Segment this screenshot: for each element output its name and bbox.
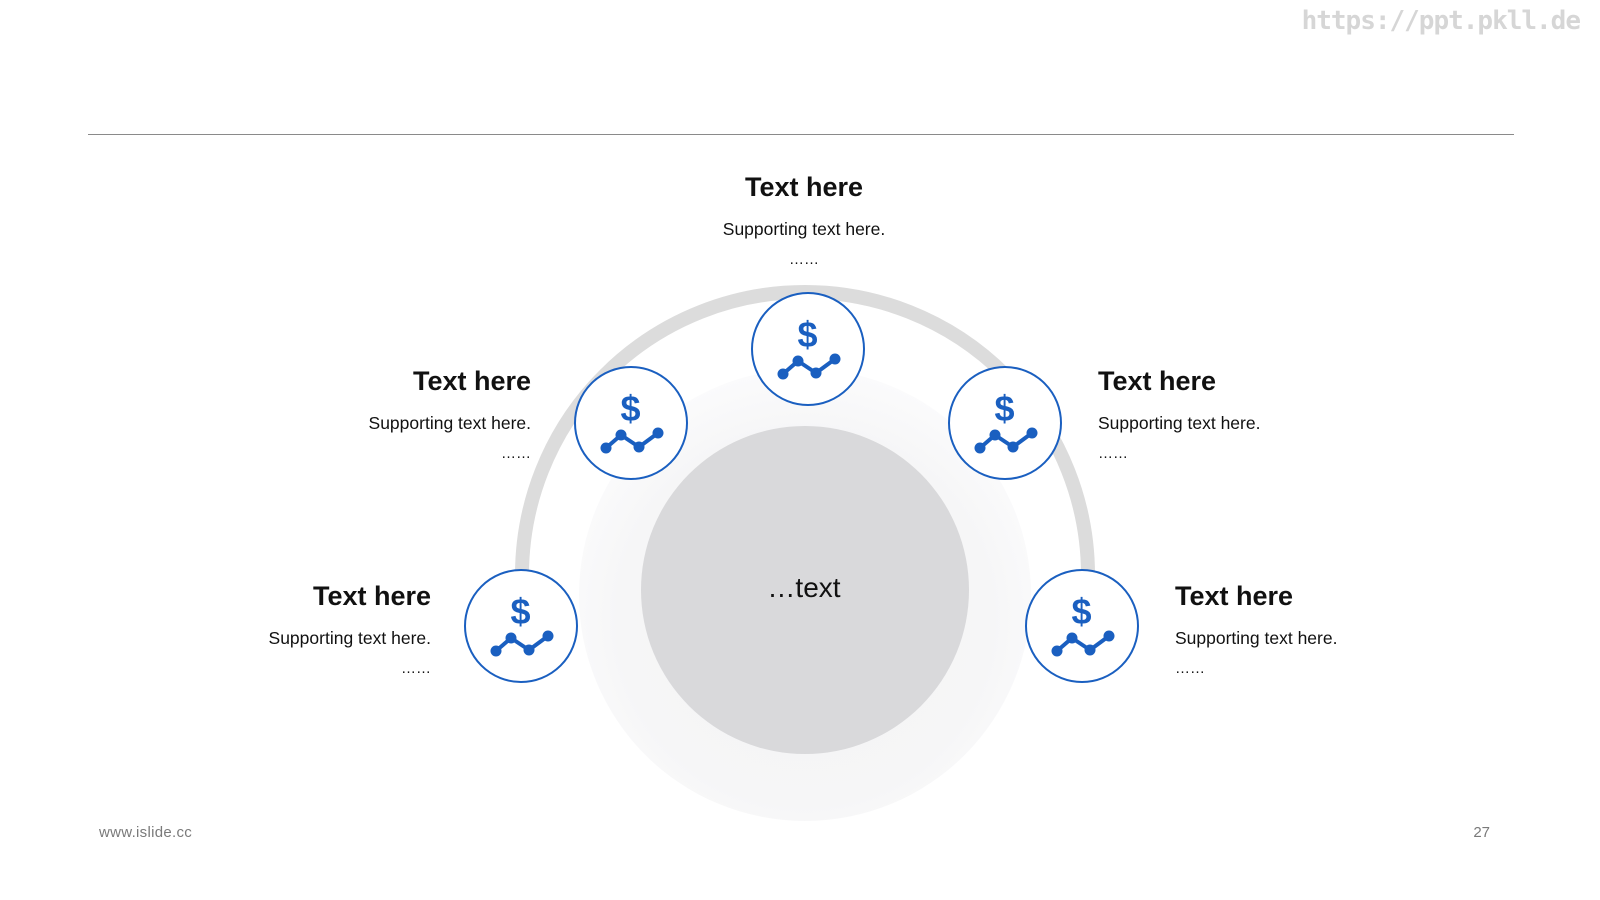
node-title: Text here: [412, 366, 531, 396]
center-label: …text: [767, 572, 841, 603]
node-subtitle: Supporting text here.: [1098, 413, 1261, 433]
svg-text:$: $: [797, 314, 817, 355]
node-ellipsis: ……: [1175, 660, 1205, 677]
footer-website: www.islide.cc: [99, 824, 193, 841]
text-block-2: Text here Supporting text here. ……: [211, 364, 531, 464]
text-block-5: Text here Supporting text here. ……: [1175, 579, 1495, 679]
node-title: Text here: [312, 581, 431, 611]
dollar-trend-icon: $: [777, 314, 841, 380]
node-circle-2: $: [574, 366, 688, 480]
text-block-4: Text here Supporting text here. ……: [1098, 364, 1418, 464]
svg-text:$: $: [510, 591, 530, 632]
svg-text:$: $: [1071, 591, 1091, 632]
node-subtitle: Supporting text here.: [722, 219, 886, 239]
node-ellipsis: ……: [789, 251, 819, 268]
node-ellipsis: ……: [401, 660, 431, 677]
node-circle-1: $: [464, 569, 578, 683]
node-title: Text here: [1098, 366, 1217, 396]
node-circle-5: $: [1025, 569, 1139, 683]
text-block-1: Text here Supporting text here. ……: [111, 579, 431, 679]
node-circle-3: $: [751, 292, 865, 406]
svg-text:$: $: [994, 388, 1014, 429]
node-subtitle: Supporting text here.: [268, 628, 431, 648]
dollar-trend-icon: $: [974, 388, 1038, 454]
node-title: Text here: [1175, 581, 1294, 611]
center-circle: [641, 426, 969, 754]
top-divider: [88, 134, 1514, 135]
watermark: https://ppt.pkll.de: [1301, 6, 1581, 36]
node-circle-4: $: [948, 366, 1062, 480]
dollar-trend-icon: $: [600, 388, 664, 454]
page-number: 27: [1473, 824, 1490, 841]
node-ellipsis: ……: [1098, 445, 1128, 462]
node-title: Text here: [744, 172, 864, 202]
node-subtitle: Supporting text here.: [368, 413, 531, 433]
svg-text:$: $: [620, 388, 640, 429]
node-subtitle: Supporting text here.: [1175, 628, 1338, 648]
node-ellipsis: ……: [501, 445, 531, 462]
dollar-trend-icon: $: [1051, 591, 1115, 657]
dollar-trend-icon: $: [490, 591, 554, 657]
text-block-3: Text here Supporting text here. ……: [644, 170, 964, 270]
